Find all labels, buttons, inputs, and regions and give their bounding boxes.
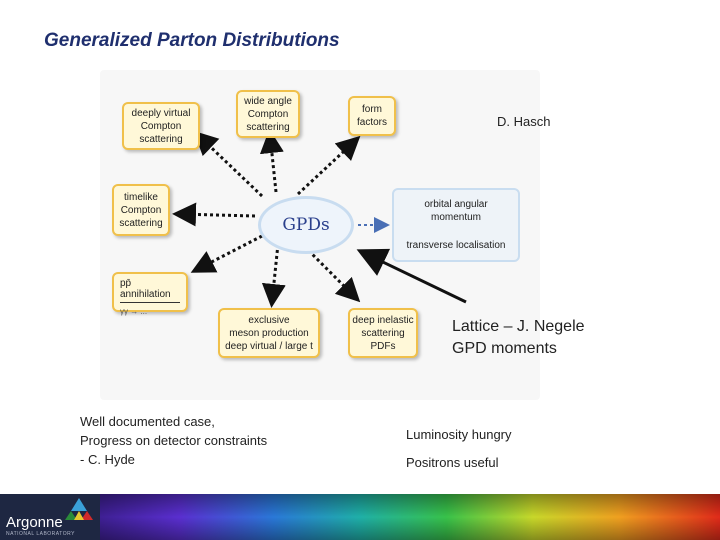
arrow-to-exclusive — [261, 243, 286, 308]
right-note-line1: Luminosity hungry — [406, 427, 512, 442]
node-deeply-virtual-compton: deeply virtual Compton scattering — [122, 102, 200, 150]
node-form-factors: form factors — [348, 96, 396, 136]
arrow-to-form-factors — [296, 135, 361, 196]
arrow-to-pp — [190, 234, 263, 273]
node-deep-inelastic: deep inelastic scattering PDFs — [348, 308, 418, 358]
pp-annihilation-sublabel: γγ → ... — [120, 307, 148, 316]
node-timelike-compton: timelike Compton scattering — [112, 184, 170, 236]
arrow-to-timelike — [172, 202, 256, 227]
arrow-to-wide-angle — [259, 129, 284, 193]
argonne-logo-icon — [65, 498, 93, 520]
left-note-line3: - C. Hyde — [80, 452, 135, 467]
left-note-line2: Progress on detector constraints — [80, 433, 268, 448]
node-pp-annihilation: pp̄ annihilation γγ → ... — [112, 272, 188, 316]
node-orbital-angular-momentum: orbital angular momentum transverse loca… — [392, 188, 520, 262]
transverse-localisation-label: transverse localisation — [406, 240, 506, 251]
argonne-logo-text: Argonne — [6, 514, 63, 531]
left-note-line1: Well documented case, — [80, 414, 215, 429]
lattice-annotation-line1: Lattice – J. Negele — [452, 318, 585, 335]
lattice-annotation-line2: GPD moments — [452, 340, 557, 357]
node-gpds-center: GPDs — [258, 196, 354, 254]
right-note-line2: Positrons useful — [406, 455, 499, 470]
node-exclusive-meson: exclusive meson production deep virtual … — [218, 308, 320, 358]
node-wide-angle-compton: wide angle Compton scattering — [236, 90, 300, 138]
author-label: D. Hasch — [497, 114, 551, 129]
argonne-logo-subtext: NATIONAL LABORATORY — [6, 531, 75, 537]
slide-title: Generalized Parton Distributions — [44, 30, 340, 51]
footer-spectrum-bar — [0, 494, 720, 540]
arrow-to-dvcs — [193, 130, 264, 198]
orbital-angular-label: orbital angular momentum — [424, 199, 488, 223]
pp-annihilation-label: pp̄ annihilation — [120, 278, 180, 303]
